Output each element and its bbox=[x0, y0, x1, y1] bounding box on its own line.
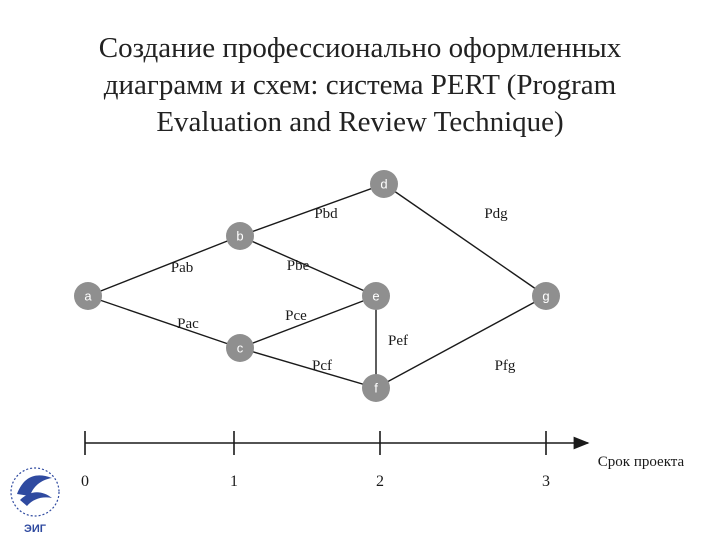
node-e: e bbox=[362, 282, 390, 310]
logo: ЭИГ bbox=[10, 467, 60, 535]
page-title: Создание профессионально оформленных диа… bbox=[98, 32, 622, 138]
edge-label-ac: Pac bbox=[177, 316, 199, 332]
node-c: c bbox=[226, 334, 254, 362]
edge-label-be: Pbe bbox=[287, 258, 310, 274]
edge-a-b bbox=[87, 235, 241, 297]
edge-b-d bbox=[239, 183, 385, 237]
node-label-e: e bbox=[372, 289, 379, 304]
node-label-c: c bbox=[237, 341, 244, 356]
edge-label-dg: Pdg bbox=[484, 206, 508, 222]
svg-text:ЭИГ: ЭИГ bbox=[24, 523, 47, 535]
node-label-f: f bbox=[374, 381, 378, 396]
node-d: d bbox=[370, 170, 398, 198]
node-label-d: d bbox=[380, 177, 387, 192]
node-a: a bbox=[74, 282, 102, 310]
node-f: f bbox=[362, 374, 390, 402]
node-label-b: b bbox=[236, 229, 243, 244]
timeline-tick-label-3: 3 bbox=[542, 473, 550, 490]
timeline-title: Срок проекта bbox=[598, 454, 685, 470]
node-label-a: a bbox=[84, 289, 92, 304]
node-g: g bbox=[532, 282, 560, 310]
edge-label-ef: Pef bbox=[388, 333, 408, 349]
edge-f-g bbox=[375, 295, 547, 389]
timeline-tick-label-1: 1 bbox=[230, 473, 238, 490]
node-b: b bbox=[226, 222, 254, 250]
edge-a-c bbox=[87, 295, 241, 349]
node-label-g: g bbox=[542, 289, 549, 304]
edge-c-e bbox=[239, 295, 377, 349]
edge-label-cf: Pcf bbox=[312, 358, 332, 374]
timeline-tick-label-0: 0 bbox=[81, 473, 89, 490]
edge-c-f bbox=[239, 347, 377, 389]
edge-label-bd: Pbd bbox=[314, 206, 338, 222]
edge-label-fg: Pfg bbox=[495, 358, 516, 374]
timeline-tick-label-2: 2 bbox=[376, 473, 384, 490]
edge-d-g bbox=[383, 183, 547, 297]
edge-label-ce: Pce bbox=[285, 308, 307, 324]
edge-label-ab: Pab bbox=[171, 260, 194, 276]
edge-b-e bbox=[239, 235, 377, 297]
